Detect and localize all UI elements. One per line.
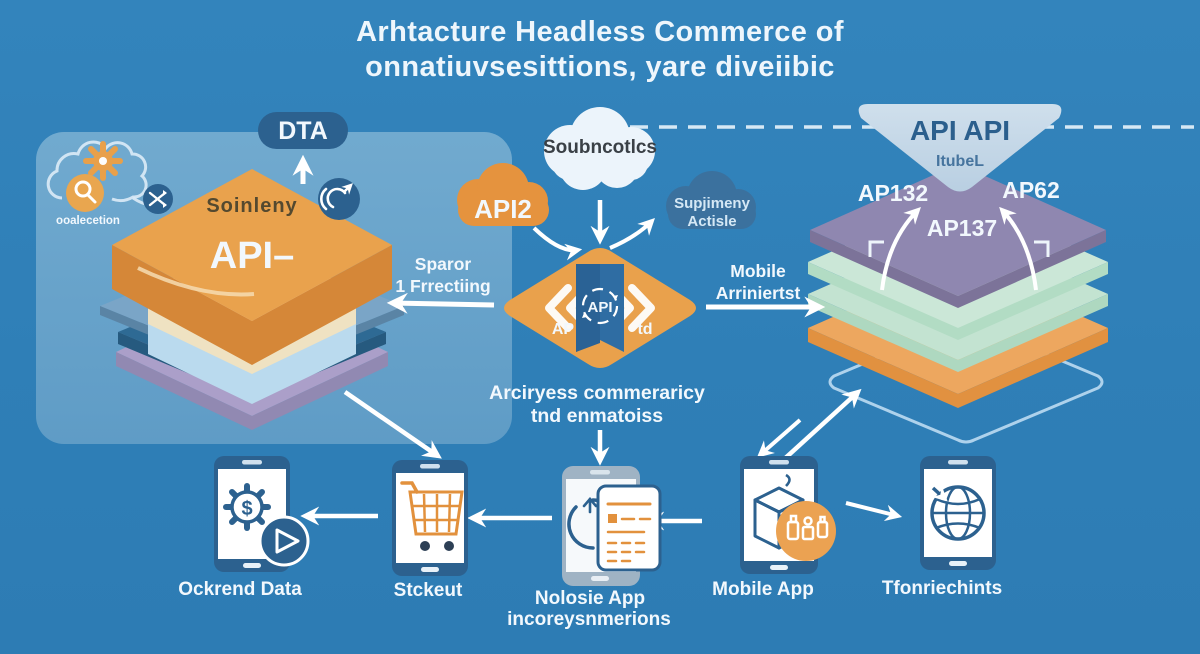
- cart-icon: [400, 481, 464, 536]
- api2-cloud: API2: [457, 163, 549, 226]
- globe-icon: [930, 485, 986, 541]
- hub-fragment-left: AP: [552, 321, 575, 338]
- layer-label-center: AP137: [927, 215, 997, 241]
- layer-lightblue-side: [148, 322, 356, 404]
- phone-backend-data: $: [214, 456, 310, 572]
- search-badge: [66, 174, 104, 212]
- center-note-line1: Arciryess commeraricy: [489, 382, 705, 404]
- cloud-caption: ooalecetion: [56, 215, 120, 227]
- bracket-right: [1034, 240, 1050, 257]
- stack-top-caption: Soinleny: [206, 195, 297, 217]
- layer-purple-side: [116, 352, 388, 430]
- arrow-up-right: [999, 206, 1038, 291]
- api-hub: AP td API: [504, 248, 696, 368]
- gear-dollar-icon: $: [223, 483, 271, 531]
- svg-text:$: $: [241, 498, 252, 520]
- layer-label-right: AP62: [1002, 177, 1060, 203]
- title-line1: Arhtacture Headless Commerce of: [356, 16, 844, 48]
- phone-mobile-app: [740, 456, 836, 574]
- hub-label: API: [587, 299, 612, 316]
- label-mobile-app: Mobile App: [712, 579, 814, 600]
- orange-swoosh: [137, 266, 255, 297]
- label-sync-app-line2: incoreysnmerions: [507, 609, 671, 630]
- svg-text:DTA: DTA: [278, 117, 328, 145]
- arrow-stack-to-cart: [343, 390, 442, 459]
- funnel-line1: API API: [910, 115, 1010, 146]
- phone-checkout: [392, 460, 468, 576]
- api-funnel: API API ItubeL: [858, 104, 1062, 192]
- dta-badge: DTA: [258, 112, 348, 149]
- hub-ribbon-fold: [576, 264, 600, 352]
- diagram-title: Arhtacture Headless Commerce of onnatiuv…: [0, 15, 1200, 86]
- orange-badge-icon: [776, 501, 836, 561]
- label-globe: Tfonriechints: [882, 578, 1002, 599]
- right-note-line1: Mobile: [730, 261, 786, 281]
- label-backend-data: Ockrend Data: [178, 579, 302, 600]
- label-sync-app-line1: Nolosie App: [535, 588, 645, 609]
- shuffle-icon: [143, 184, 173, 214]
- arrow-hub-to-darkcloud: [609, 218, 655, 250]
- rlayer-orange-side: [808, 328, 1108, 408]
- side-note-line2: 1 Frrectiing: [395, 276, 490, 296]
- white-cloud: Soubncotlcs: [543, 107, 657, 190]
- phone-globe: [920, 456, 996, 570]
- label-checkout: Stckeut: [394, 580, 463, 601]
- receipt-card: [596, 484, 662, 572]
- right-layer-stack: AP132 AP62 AP137: [808, 164, 1108, 444]
- sync-icon: [318, 178, 360, 220]
- dark-cloud-line2: Actisle: [687, 213, 736, 230]
- white-cloud-label: Soubncotlcs: [543, 137, 657, 158]
- side-note-line1: Sparor: [415, 254, 472, 274]
- layer-orange-side: [112, 245, 392, 365]
- title-line2: onnatiuvsesittions, yare diveiibic: [365, 51, 835, 84]
- play-icon: [258, 515, 310, 567]
- layer-teal-side: [118, 332, 386, 400]
- layer-label-left: AP132: [858, 180, 928, 206]
- dark-cloud-line1: Supjimeny: [674, 195, 751, 212]
- bracket-left: [868, 240, 884, 257]
- right-note-line2: Arriniertst: [716, 283, 801, 303]
- api2-label: API2: [474, 194, 532, 224]
- idea-cloud-icon: ooalecetion: [46, 140, 151, 227]
- dark-cloud: Supjimeny Actisle: [666, 171, 756, 230]
- funnel-line2: ItubeL: [936, 153, 984, 170]
- stack-api-label: API–: [210, 235, 294, 277]
- arrow-api2-to-hub: [532, 226, 583, 261]
- arrow-hub-to-stack: [386, 292, 495, 314]
- center-note-line2: tnd enmatoiss: [531, 405, 663, 427]
- search-icon: [74, 180, 97, 204]
- hub-fragment-right: td: [637, 321, 652, 338]
- arrow-up-left: [880, 207, 921, 291]
- arrow-mobile-to-globe: [845, 501, 903, 522]
- phone-sync-receipt: [562, 466, 662, 586]
- arrow-stack-to-phone: [756, 418, 802, 458]
- hub-cycle-icon: [581, 287, 619, 325]
